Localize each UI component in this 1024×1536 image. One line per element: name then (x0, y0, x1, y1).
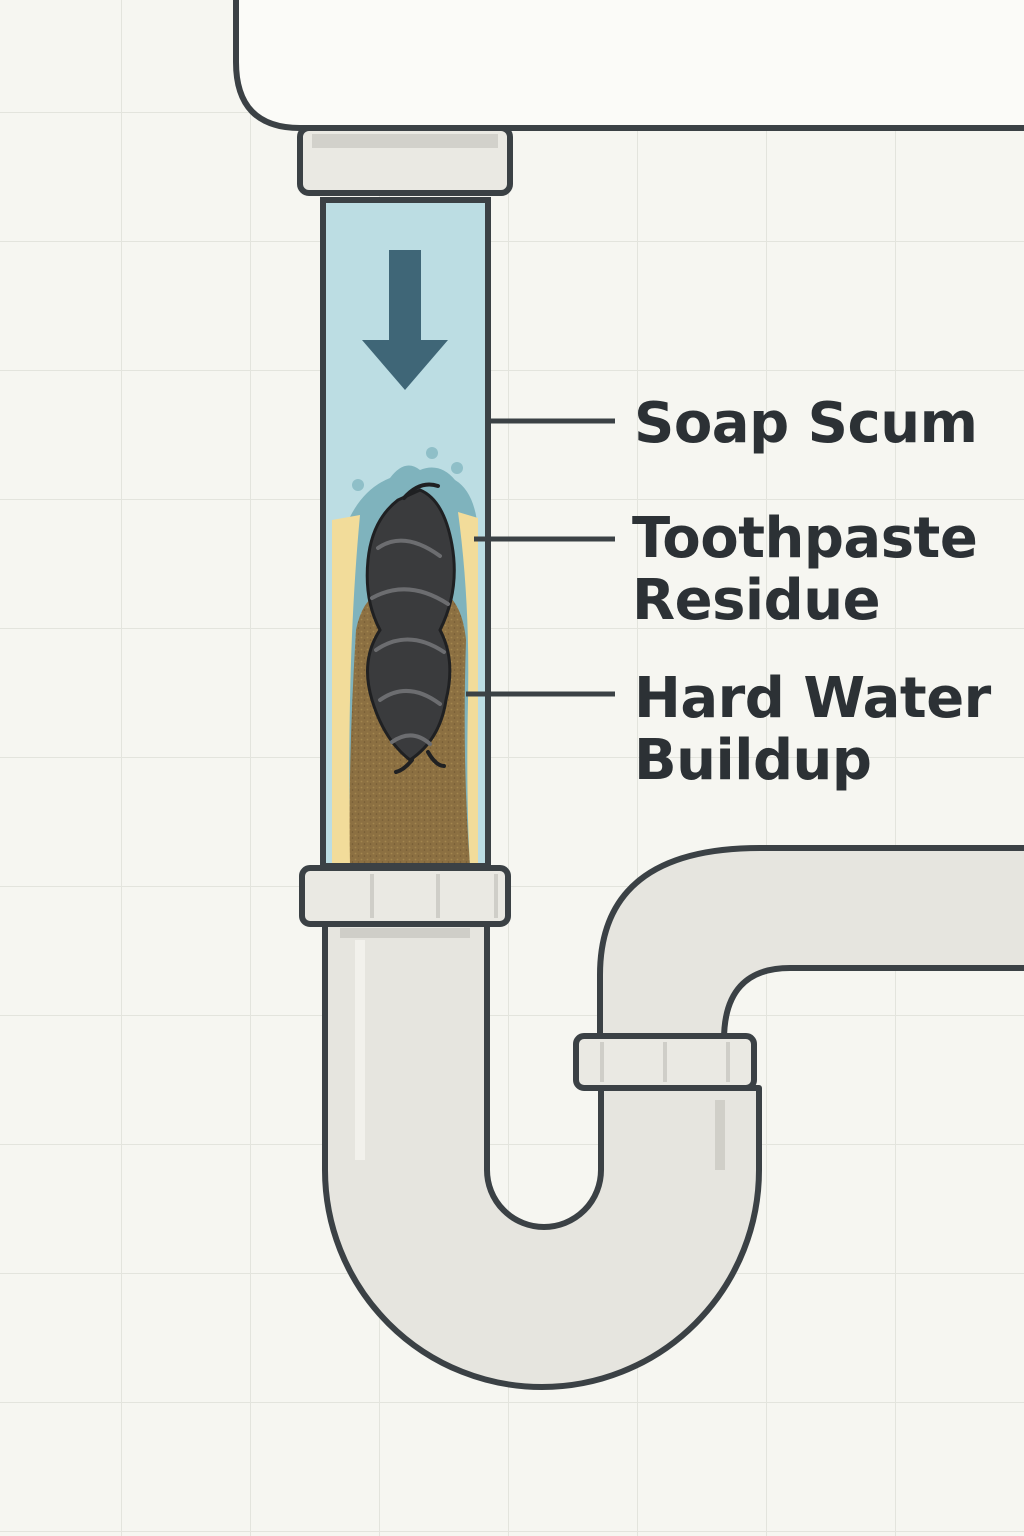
toothpaste-residue-line1: Toothpaste (632, 506, 978, 571)
soap-scum-label: Soap Scum (634, 391, 978, 456)
hair-clog-icon (365, 482, 456, 774)
hard-water-buildup-line1: Hard Water (634, 666, 991, 731)
toothpaste-residue-layer (332, 515, 360, 866)
soap-scum-text: Soap Scum (634, 391, 978, 456)
tailpiece-cutaway (320, 197, 491, 869)
sink-basin (233, 0, 1024, 131)
bubble (352, 479, 364, 491)
trap-bend-body (322, 919, 762, 1390)
toothpaste-residue-label: Toothpaste Residue (632, 506, 978, 633)
bubble (451, 462, 463, 474)
bubble (426, 447, 438, 459)
p-trap (322, 845, 1024, 1390)
arrow-down-icon (362, 250, 448, 390)
toothpaste-residue-line2: Residue (632, 568, 881, 633)
hard-water-buildup-line2: Buildup (634, 728, 872, 793)
trap-arm (597, 845, 1024, 1043)
tailpiece-slip-nut (299, 865, 511, 938)
trap-slip-nut (573, 1033, 757, 1091)
hard-water-buildup-label: Hard Water Buildup (634, 668, 991, 792)
